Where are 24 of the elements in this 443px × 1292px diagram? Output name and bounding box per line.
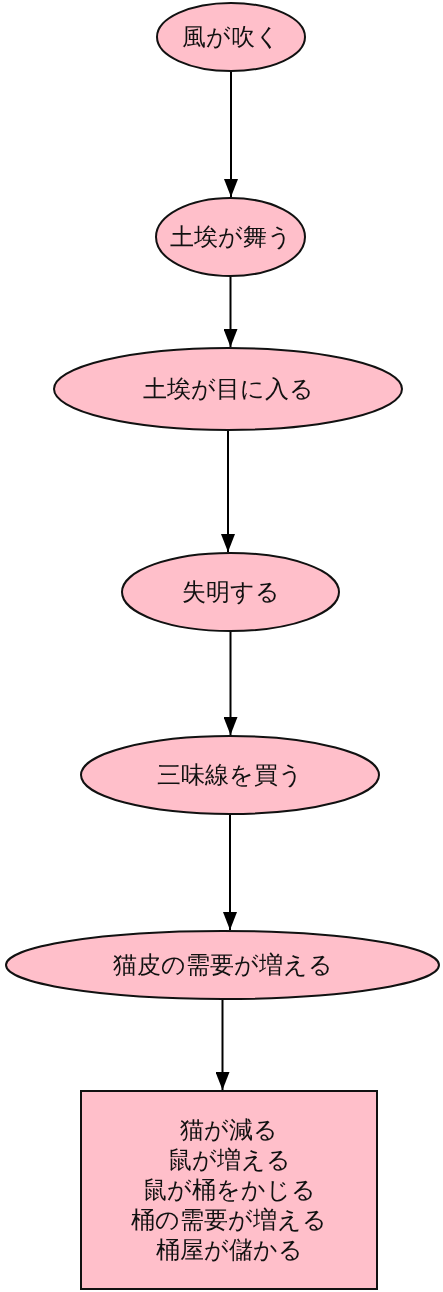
node-label: 失明する [181,577,280,608]
node-label: 土埃が舞う [169,222,292,253]
box-text-line: 猫が減る [180,1115,278,1145]
arrow [223,276,238,348]
ellipse-node [155,197,306,277]
arrow [221,430,235,553]
node-label: 風が吹く [182,22,280,53]
arrow [223,814,237,931]
ellipse-node [156,2,306,72]
arrow [224,71,238,198]
process-box [80,1090,378,1290]
ellipse-node [5,930,440,1000]
node-label: 土埃が目に入る [142,374,314,405]
arrow [215,999,230,1091]
box-text-line: 桶の需要が増える [131,1205,327,1235]
node-label: 猫皮の需要が増える [112,950,333,981]
box-text-line: 桶屋が儲かる [155,1235,303,1265]
box-text-line: 鼠が桶をかじる [142,1175,316,1205]
box-text-line: 鼠が増える [167,1145,291,1175]
ellipse-node [121,552,340,632]
ellipse-node [80,735,380,815]
arrow [223,631,238,736]
node-label: 三味線を買う [157,760,303,791]
ellipse-node [53,347,403,431]
